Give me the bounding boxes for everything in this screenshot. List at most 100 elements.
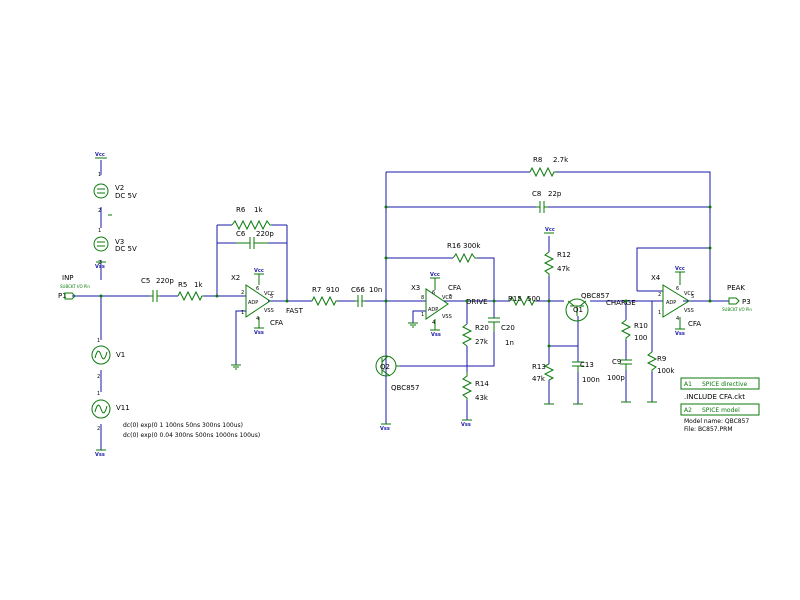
- r14-vss-label: Vss: [461, 422, 471, 428]
- p1-net-label: INP: [62, 274, 74, 282]
- svg-text:1: 1: [98, 172, 101, 178]
- svg-text:5: 5: [270, 294, 273, 300]
- x3-pin-vss: VSS: [442, 314, 452, 320]
- x4-vcc-label: Vcc: [675, 266, 685, 272]
- r10-value: 100: [634, 334, 647, 342]
- r12-value: 47k: [557, 265, 571, 273]
- x3-vss-label: Vss: [431, 332, 441, 338]
- svg-text:2: 2: [97, 426, 100, 432]
- svg-text:6: 6: [432, 290, 435, 296]
- junction-dots: [215, 205, 712, 348]
- resistor-r5: R5 1k: [177, 281, 204, 302]
- transistor-q1: Q1 QBC857: [565, 292, 609, 322]
- r14-name: R14: [475, 380, 489, 388]
- svg-text:5: 5: [691, 294, 694, 300]
- c66-value: 10n: [369, 286, 382, 294]
- r13-name: R13: [532, 363, 546, 371]
- capacitor-c5: C5 220p: [141, 277, 174, 302]
- svg-text:5: 5: [449, 294, 452, 300]
- q2-model: QBC857: [391, 384, 419, 392]
- x3-model: CFA: [448, 284, 461, 292]
- a2-id: A2: [684, 407, 692, 414]
- r20-value: 27k: [475, 338, 489, 346]
- v1-source: 1 V1 2: [91, 338, 125, 380]
- resistor-r16: R16 300k: [447, 242, 481, 264]
- x3-name: X3: [411, 284, 420, 292]
- net-drive-label: DRIVE: [466, 298, 488, 306]
- x4-pin-vss: VSS: [684, 308, 694, 314]
- svg-text:1: 1: [421, 312, 424, 318]
- c5-value: 220p: [156, 277, 174, 285]
- c66-name: C66: [351, 286, 365, 294]
- q2-name: Q2: [380, 363, 390, 371]
- v3-value: DC 5V: [115, 245, 137, 253]
- svg-text:6: 6: [676, 286, 679, 292]
- svg-text:1: 1: [241, 310, 244, 316]
- v1-name: V1: [116, 351, 125, 359]
- v11-vss-label: Vss: [95, 452, 105, 458]
- capacitor-c20: C20 1n: [488, 317, 515, 347]
- v3-name: V3: [115, 238, 124, 246]
- a2-title: SPICE model: [702, 407, 740, 414]
- p3-type-label: SUBCKT I/O Pin: [722, 307, 752, 312]
- x4-vss-label: Vss: [675, 331, 685, 337]
- resistor-r6: R6 1k: [231, 206, 272, 231]
- q1-model: QBC857: [581, 292, 609, 300]
- svg-text:1: 1: [98, 228, 101, 234]
- svg-text:4: 4: [256, 316, 259, 322]
- opamp-x4: X4 Vcc 2 1 6 4 5 ADP VCC VSS CFA Vss: [651, 266, 701, 337]
- svg-text:1: 1: [658, 310, 661, 316]
- x3-pin-vcc: VCC: [442, 295, 453, 301]
- resistor-r15: R15 500: [508, 295, 540, 307]
- q2-vss-label: Vss: [380, 426, 390, 432]
- svg-text:8: 8: [421, 295, 424, 301]
- svg-text:1: 1: [97, 391, 100, 397]
- v11-expression: dc(0) exp(0 0.04 300ns 500ns 1000ns 100u…: [123, 432, 260, 439]
- r5-name: R5: [178, 281, 187, 289]
- capacitor-c8: C8 22p: [532, 190, 562, 213]
- p1-name: P1: [58, 292, 67, 300]
- c6-value: 220p: [256, 230, 274, 238]
- r16-value: 300k: [463, 242, 481, 250]
- p3-name: P3: [742, 298, 751, 306]
- p3-net-label: PEAK: [727, 284, 745, 292]
- r9-name: R9: [657, 355, 666, 363]
- svg-text:6: 6: [256, 286, 259, 292]
- opamp-x3: X3 Vcc 8 1 6 4 5 ADP VCC VSS CFA Vss: [408, 272, 461, 338]
- c9-value: 100p: [607, 374, 625, 382]
- r7-name: R7: [312, 286, 321, 294]
- port-p1: INP SUBCKT I/O Pin P1: [58, 274, 103, 300]
- capacitor-c13: C13 100n: [572, 361, 600, 405]
- r12-name: R12: [557, 251, 571, 259]
- r10-name: R10: [634, 322, 648, 330]
- x3-vcc-label: Vcc: [430, 272, 440, 278]
- net-charge-label: CHARGE: [606, 299, 636, 307]
- v1-expression: dc(0) exp(0 1 100ns 50ns 300ns 100us): [123, 422, 243, 429]
- svg-text:4: 4: [676, 316, 679, 322]
- r6-value: 1k: [254, 206, 263, 214]
- x2-pin-vcc: VCC: [264, 291, 275, 297]
- net-fast-label: FAST: [286, 307, 304, 315]
- c5-name: C5: [141, 277, 150, 285]
- x3-amp-label: ADP: [428, 307, 438, 313]
- c20-name: C20: [501, 324, 515, 332]
- r7-value: 910: [326, 286, 339, 294]
- a1-id: A1: [684, 381, 692, 388]
- resistor-r9: R9 100k: [646, 351, 675, 403]
- svg-text:2: 2: [241, 290, 244, 296]
- r5-value: 1k: [194, 281, 203, 289]
- r20-name: R20: [475, 324, 489, 332]
- r15-value: 500: [527, 295, 540, 303]
- x4-name: X4: [651, 274, 661, 282]
- svg-text:2: 2: [658, 292, 661, 298]
- c8-name: C8: [532, 190, 541, 198]
- resistor-r20: R20 27k: [461, 323, 489, 347]
- r14-value: 43k: [475, 394, 489, 402]
- x2-vss-label: Vss: [254, 330, 264, 336]
- v3-source: 1 V3 DC 5V 2 Vss: [93, 228, 137, 270]
- x4-pin-vcc: VCC: [684, 291, 695, 297]
- c20-value: 1n: [505, 339, 514, 347]
- resistor-r14: R14 43k Vss: [461, 372, 489, 428]
- p1-type-label: SUBCKT I/O Pin: [60, 284, 90, 289]
